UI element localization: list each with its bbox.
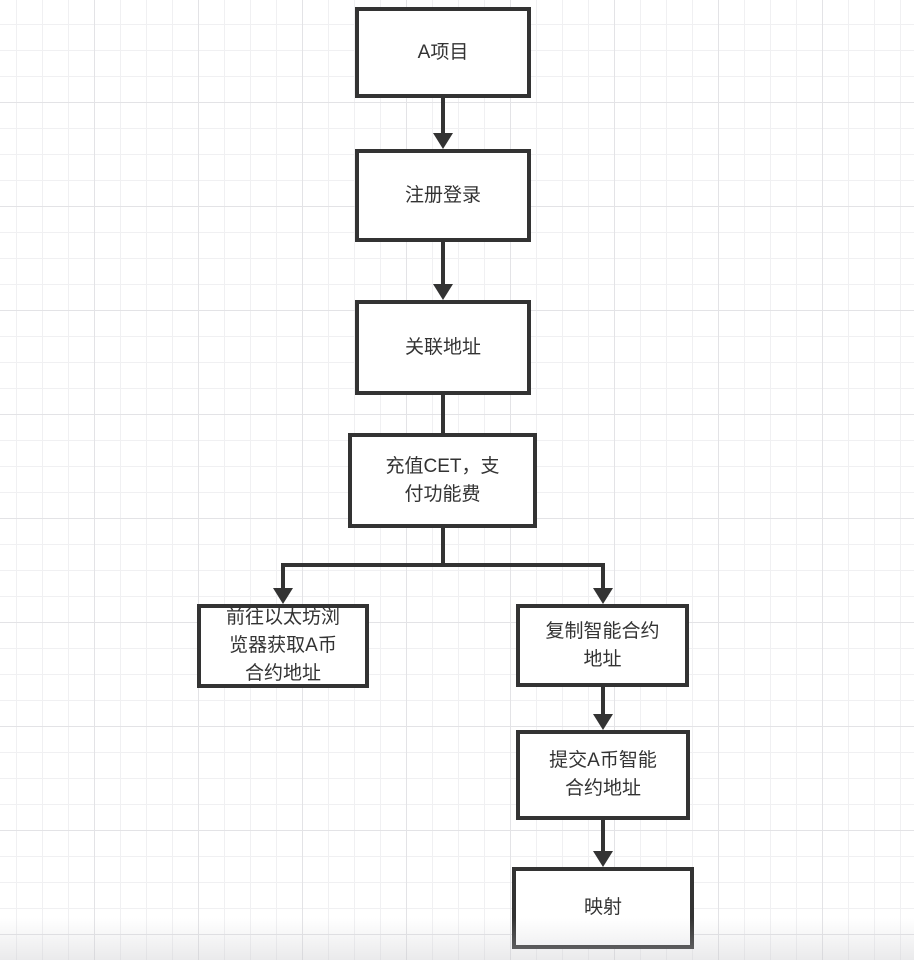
arrowhead-submit-contract xyxy=(593,714,613,730)
node-etherscan-fetch[interactable]: 前往以太坊浏 览器获取A币 合约地址 xyxy=(197,604,369,688)
arrowhead-link-address xyxy=(433,284,453,300)
arrowhead-mapping xyxy=(593,851,613,867)
connector-copy-submit xyxy=(601,685,605,715)
connector-register-link-address xyxy=(441,240,445,285)
arrowhead-copy-contract xyxy=(593,588,613,604)
connector-branch-right xyxy=(601,563,605,589)
connector-branch-left xyxy=(281,563,285,589)
node-copy-contract[interactable]: 复制智能合约 地址 xyxy=(516,604,689,687)
arrowhead-etherscan-fetch xyxy=(273,588,293,604)
connector-project-register xyxy=(441,96,445,134)
node-link-address[interactable]: 关联地址 xyxy=(355,300,531,395)
connector-submit-mapping xyxy=(601,818,605,852)
arrowhead-register xyxy=(433,133,453,149)
node-project[interactable]: A项目 xyxy=(355,7,531,98)
node-mapping[interactable]: 映射 xyxy=(512,867,694,949)
node-submit-contract[interactable]: 提交A币智能 合约地址 xyxy=(516,730,690,820)
connector-deposit-branch-stem xyxy=(441,526,445,567)
node-deposit-cet[interactable]: 充值CET，支 付功能费 xyxy=(348,433,537,528)
connector-branch-horizontal xyxy=(281,563,605,567)
connector-link-address-deposit xyxy=(441,393,445,435)
canvas-bottom-fade xyxy=(0,918,914,960)
node-register-login[interactable]: 注册登录 xyxy=(355,149,531,242)
